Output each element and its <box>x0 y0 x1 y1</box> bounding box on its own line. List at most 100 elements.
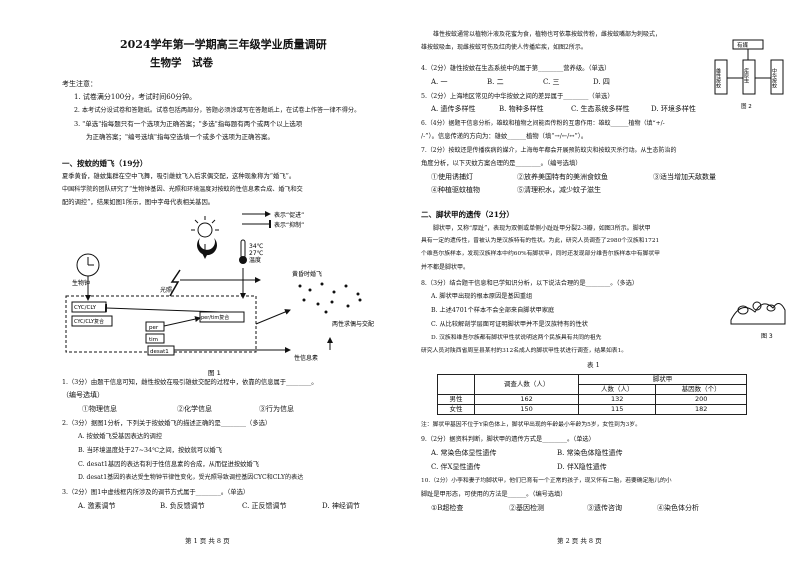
q7-option-4: ④种植驱蚊植物 <box>431 186 480 194</box>
table-header-count: 调查人数（人） <box>474 374 580 395</box>
q3-option-b: B. 负反馈调节 <box>160 502 205 510</box>
clock-label: 生物钟 <box>72 279 90 287</box>
light-label: 光照 <box>160 286 172 294</box>
q10-option-2: ②基因检测 <box>509 504 544 512</box>
q7-option-1: ①使用诱捕灯 <box>431 173 473 181</box>
q3-option-a: A. 激素调节 <box>78 502 116 510</box>
left-page: 2024学年第一学期高三年级学业质量调研 生物学 试卷 考生注意： 1. 试卷满… <box>62 38 374 545</box>
q4-option-d: D. 四 <box>593 78 610 86</box>
lightning-icon <box>169 269 181 297</box>
q8-option-d: D. 汉族和维吾尔族都有脚状甲性状说明这两个民族具有共同的祖先 <box>431 335 602 341</box>
q5-option-c: C. 生态系统多样性 <box>571 105 630 113</box>
q10-option-1: ①B超检查 <box>431 504 464 512</box>
arrow <box>104 303 221 313</box>
svg-text:desat1: desat1 <box>150 349 169 355</box>
svg-text:tim: tim <box>149 337 158 343</box>
figure-3-foot-image: 图 3 <box>730 301 786 340</box>
svg-text:中华按蚊: 中华按蚊 <box>771 67 777 89</box>
question-2: 2.（3分）据图1分析，下列关于按蚊婚飞的描述正确的是________（多选） <box>62 420 272 427</box>
figure-3-caption: 图 3 <box>761 333 773 340</box>
question-8: 8.（3分）结合题干信息和已学知识分析，以下说法合理的是________。（多选… <box>421 280 639 287</box>
lead-line: 雄性按蚊通常以植物汁液及花蜜为食，植物也可依靠按蚊传粉，雌按蚊嘴部为刺吸式， <box>433 31 662 38</box>
fig2-box <box>714 59 728 95</box>
q9-option-a: A. 常染色体显性遗传 <box>431 449 497 457</box>
q1-option-2: ②化学信息 <box>177 405 212 413</box>
tim-gene <box>145 333 165 344</box>
thermometer-icon <box>240 239 246 259</box>
right-page: 雄性按蚊通常以植物汁液及花蜜为食，植物也可依靠按蚊传粉，雌按蚊嘴部为刺吸式， 雄… <box>397 0 794 561</box>
question-1-note: （编号选填） <box>62 391 104 399</box>
q2-option-a: A. 按蚊婚飞受基因表达的调控 <box>78 433 163 440</box>
table-row: 男性 162 132 200 <box>436 394 747 405</box>
question-7-cont: 角度分析，以下灭蚊方案合理的是________。（编号选填） <box>421 160 582 167</box>
page-footer: 第 2 页 共 8 页 <box>557 537 602 545</box>
question-3: 3.（2分）图1中虚线框内所涉及的调节方式属于________。（单选） <box>62 489 250 496</box>
swarm-label: 黄昏时婚飞 <box>292 270 322 278</box>
question-1: 1.（3分）由题干信息可知，雌性按蚊在吸引雄蚊交配的过程中，依靠的信息属于___… <box>62 379 318 386</box>
q2-option-b: B. 当环境温度处于27~34℃之间，按蚊就可以婚飞 <box>78 447 223 454</box>
intro-line: 中国科学院的团队研究了“生物钟基因、光照和环境温度对按蚊的性信息素合成、婚飞和交 <box>62 186 303 193</box>
q8-option-a: A. 脚状甲出现的根本原因是基因重组 <box>431 293 533 300</box>
table-note: 注：脚状甲基因不位于Y染色体上，脚状甲出现的年龄最小年龄为5岁，女性到为3岁。 <box>421 422 641 428</box>
s2-intro-line: 脚状甲，又称“厚趾”，表现为双侧或单侧小趾趾甲分裂2-3瓣，如图3所示。脚状甲 <box>433 225 651 232</box>
foot-icon <box>730 303 786 325</box>
svg-text:per: per <box>149 325 159 331</box>
notice-line: 3. "单选"指每题只有一个选项为正确答案；"多选"指每题有两个或两个以上选项 <box>74 120 303 128</box>
q7-option-3: ③适当增加天敌数量 <box>653 173 716 181</box>
table-subheader-genes: 基因数（个） <box>655 384 747 395</box>
figure-1-diagram: 表示“促进” 表示“抑制” 34℃ 27℃ 温度 生物钟 光照 CYC/CLY … <box>65 211 374 377</box>
survey-table: 调查人数（人） 脚状甲 人数（人） 基因数（个） 男性 162 132 200 … <box>436 374 747 415</box>
question-9: 9.（2分）据资料判断，脚状甲的遗传方式是________。（单选） <box>421 436 595 443</box>
sun-icon <box>197 222 213 238</box>
question-4: 4.（2分）雄性按蚊在生态系统中的属于第________营养级。（单选） <box>421 65 611 72</box>
table-header-gender <box>436 374 476 395</box>
per-gene <box>145 321 165 332</box>
q1-option-3: ③行为信息 <box>259 405 294 413</box>
q3-option-c: C. 正反馈调节 <box>242 502 287 510</box>
q9-option-b: B. 常染色体隐性遗传 <box>557 449 623 457</box>
s2-intro-line: 并不都是脚状甲。 <box>421 264 470 271</box>
svg-text:雄性按蚊: 雄性按蚊 <box>715 67 721 89</box>
q5-option-d: D. 环境多样性 <box>651 105 696 113</box>
q5-option-b: B. 物种多样性 <box>499 105 544 113</box>
question-6: 6.（4分）据题干信息分析，雄蚊和植物之间能否传粉的互惠作用：雄蚊______植… <box>421 120 665 127</box>
moon-icon <box>197 238 217 256</box>
figure-2-diagram: 有媒 雄性按蚊 疟原虫 中华按蚊 图 2 <box>714 39 784 110</box>
pheromone-label: 性信息素 <box>294 354 318 362</box>
q10-option-3: ③遗传咨询 <box>587 504 622 512</box>
svg-text:CYC/CLY: CYC/CLY <box>74 305 97 311</box>
q3-option-d: D. 神经调节 <box>322 502 360 510</box>
q4-option-a: A. 一 <box>431 78 448 86</box>
q8-option-c: C. 从比较解剖学层面可证明脚状甲并不是汉族特有的性状 <box>431 321 588 328</box>
legend-inhibit: 表示“抑制” <box>274 221 304 229</box>
q10-option-4: ④染色体分析 <box>657 504 699 512</box>
question-7: 7.（2分）按蚊还是传播疾病的媒介，上海每年都会开展预防蚊灾和按蚊灭杀行动。从生… <box>421 147 677 154</box>
exam-subtitle: 生物学 试卷 <box>150 57 213 69</box>
table-intro: 研究人员对陕西省周至县某村的312名成人的脚状甲性状进行调查，结果如表1。 <box>421 348 628 354</box>
figure-1-caption: 图 1 <box>208 369 221 377</box>
q2-option-d: D. desat1基因的表达受生物钟节律性变化，受光照导致调控基因CYC和CLY… <box>78 474 304 481</box>
intro-line: 配的调控”，结果如图1所示，图中字母代表相关基因。 <box>62 199 215 206</box>
temp-34: 34℃ <box>249 243 264 250</box>
temp-label: 温度 <box>249 256 261 264</box>
svg-text:CYC/CLY复合: CYC/CLY复合 <box>74 318 104 325</box>
svg-text:疟原虫: 疟原虫 <box>743 67 749 84</box>
mosquito-swarm-icon <box>298 282 362 314</box>
svg-text:per/tim复合: per/tim复合 <box>201 314 229 321</box>
page-footer: 第 1 页 共 8 页 <box>185 537 230 545</box>
notice-heading: 考生注意： <box>62 80 97 88</box>
q7-option-2: ②放养美国特有的美洲食蚊鱼 <box>517 173 608 181</box>
notice-line: 1. 试卷满分100分，考试时间60分钟。 <box>74 93 197 101</box>
fig2-box <box>770 59 784 95</box>
q1-option-1: ①物理信息 <box>82 405 117 413</box>
q5-option-a: A. 遗传多样性 <box>431 105 476 113</box>
question-6-cont: /-”）。信息传递的方向为：雄蚊______植物（填“→/←/↔”）。 <box>421 133 588 140</box>
arrow <box>255 309 291 325</box>
table-row: 女性 150 115 182 <box>436 404 747 415</box>
arrow <box>163 316 201 327</box>
fig2-box <box>742 59 756 95</box>
exam-title: 2024学年第一学期高三年级学业质量调研 <box>120 38 327 51</box>
intro-line: 夏季黄昏，雄蚊集群在空中飞舞，吸引雌蚊飞入后求偶交配，这种现象称为“婚飞”。 <box>62 173 296 180</box>
s2-intro-line: 具有一定的遗传性，曾被认为是汉族特有的性状。为此，研究人员调查了2980个汉族和… <box>421 238 660 244</box>
question-10-cont: 脚趾是甲形态，可使用的方法是______。（编号选填） <box>421 491 567 498</box>
